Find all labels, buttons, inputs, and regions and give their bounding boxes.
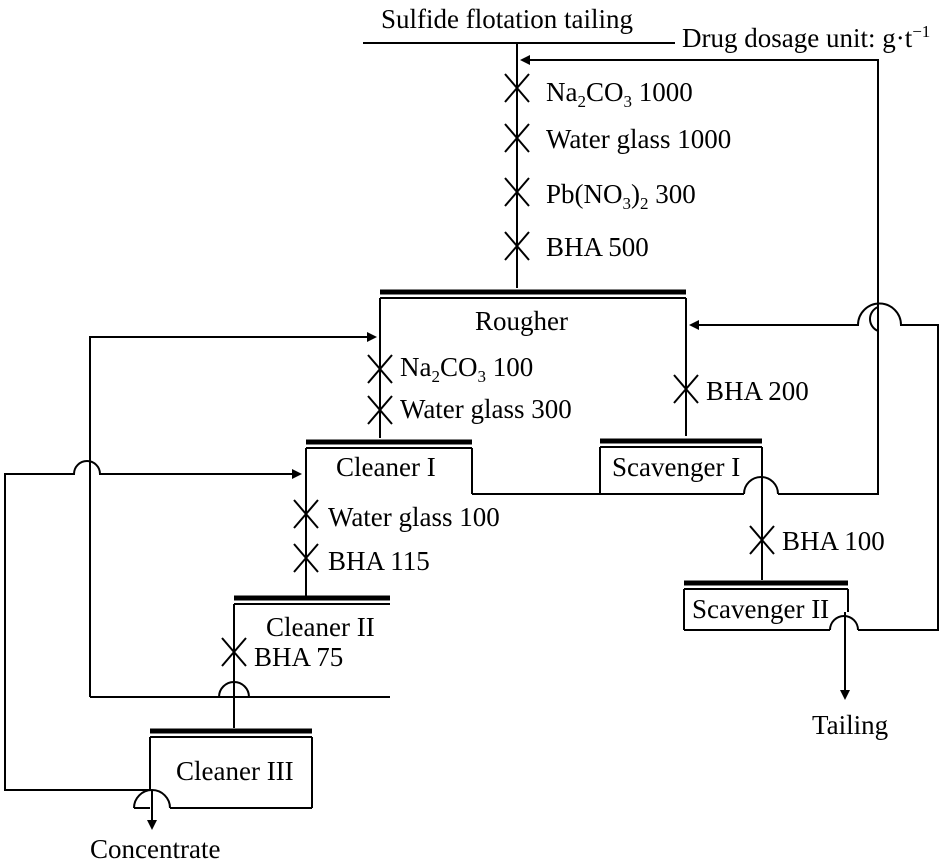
reagent-label: Na2CO3 100: [400, 352, 533, 386]
scavenger2-label: Scavenger II: [692, 594, 829, 624]
reagent-label: Pb(NO3)2 300: [546, 179, 696, 213]
scavenger2-recycle-line: [689, 302, 939, 631]
cleaner1-label: Cleaner I: [336, 452, 436, 482]
reagent-label: Water glass 1000: [546, 124, 731, 154]
reagent-label: BHA 500: [546, 232, 649, 262]
scavenger1-recycle-line: [520, 55, 879, 495]
cross-mark: [293, 499, 319, 529]
reagent-label: Water glass 300: [400, 394, 572, 424]
reagent-label: Na2CO3 1000: [546, 77, 693, 111]
cleaner2-conc-hop: [218, 681, 250, 698]
cross-mark: [504, 177, 530, 207]
concentrate-label: Concentrate: [90, 834, 220, 864]
cross-mark: [673, 374, 699, 404]
cross-mark: [749, 525, 775, 555]
tailing-label: Tailing: [812, 710, 888, 740]
cleaner2-label: Cleaner II: [266, 612, 375, 642]
reagent-label: BHA 115: [328, 546, 430, 576]
dosage-unit-label: Drug dosage unit: g·t−1: [682, 22, 930, 53]
cross-mark: [504, 73, 530, 103]
dosage-unit-text: Drug dosage unit: g·t: [682, 23, 913, 53]
cross-mark: [504, 123, 530, 153]
reagent-label: BHA 100: [782, 526, 885, 556]
feed-reagent-marks: [504, 73, 530, 261]
scavenger1-tail-hop: [743, 476, 779, 495]
reagent-label: Water glass 100: [328, 502, 500, 532]
cross-mark: [293, 543, 319, 573]
rougher-label: Rougher: [475, 306, 568, 336]
cross-mark: [504, 231, 530, 261]
reagent-label: BHA 200: [706, 376, 809, 406]
cleaner3-recycle-line: [4, 460, 302, 791]
cleaner3-label: Cleaner III: [176, 756, 294, 786]
cleaner2-recycle-line: [89, 332, 377, 697]
reagent-label: BHA 75: [254, 642, 343, 672]
cross-mark: [367, 354, 393, 384]
cross-mark: [221, 637, 247, 667]
feed-title: Sulfide flotation tailing: [381, 4, 633, 34]
scavenger1-label: Scavenger I: [612, 452, 740, 482]
cross-mark: [367, 395, 393, 425]
dosage-unit-sup: −1: [912, 22, 930, 41]
